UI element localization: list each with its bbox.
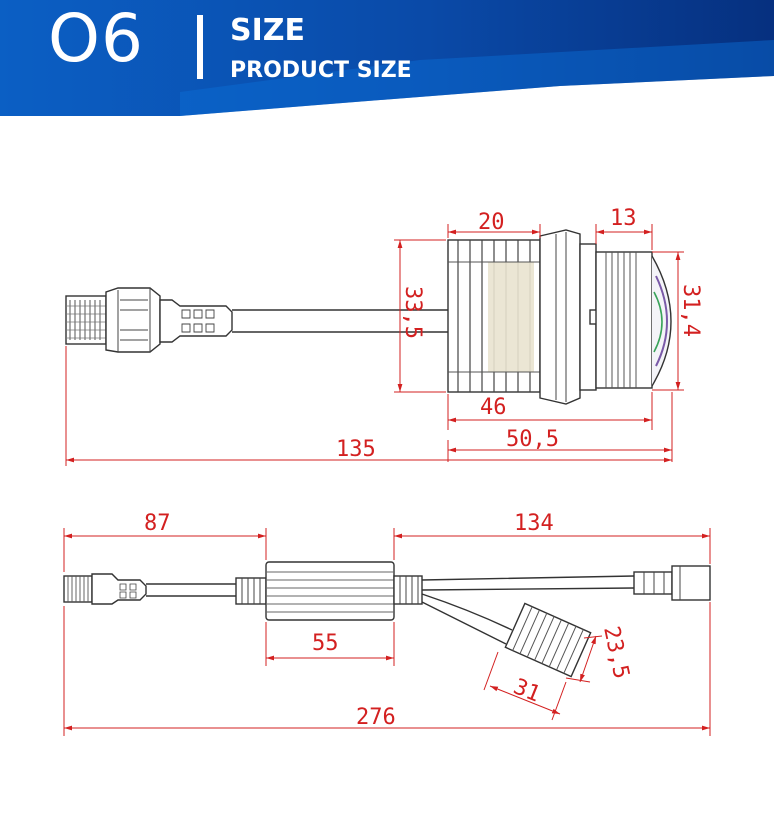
dim-driver-to-plug: 134: [514, 511, 554, 536]
dim-body-length: 46: [480, 395, 507, 420]
dim-lens-diameter: 31,4: [678, 284, 703, 337]
section-number: O6: [48, 0, 144, 77]
driver-box: [265, 561, 395, 621]
lamp-dimension-labels: 20 13 33,5 31,4 46 50,5 135: [336, 206, 703, 462]
dim-total-length-harness: 276: [356, 705, 396, 730]
branch-cable: [421, 593, 513, 645]
mounting-ring: [539, 229, 581, 405]
driver-harness: [63, 561, 711, 678]
dim-head-length: 50,5: [506, 427, 559, 452]
output-plug: [633, 565, 711, 601]
dim-module-width: 23,5: [598, 624, 633, 681]
coupling-nut: [105, 287, 161, 353]
dim-module-length: 31: [510, 674, 544, 707]
strain-relief: [159, 299, 233, 343]
dim-driver-length: 55: [312, 631, 339, 656]
heatsink: [447, 239, 541, 393]
dim-body-height: 33,5: [400, 286, 425, 339]
threaded-connector: [65, 295, 107, 345]
technical-drawing: 20 13 33,5 31,4 46 50,5 135: [63, 206, 711, 736]
lamp-side-view: [65, 229, 672, 405]
section-subtitle: PRODUCT SIZE: [230, 58, 412, 83]
lamp-dimensions: [65, 224, 684, 466]
cooling-module: [504, 602, 592, 678]
dim-lens-length: 13: [610, 206, 637, 231]
header-banner: [0, 0, 774, 116]
lens-barrel: [595, 251, 653, 389]
dim-connector-to-driver: 87: [144, 511, 171, 536]
dim-total-length-lamp: 135: [336, 437, 376, 462]
section-header: O6 SIZE PRODUCT SIZE: [0, 0, 774, 118]
section-title: SIZE: [230, 13, 306, 48]
harness-dimensions: [63, 528, 711, 736]
header-divider: [197, 15, 203, 79]
dim-heatsink-length: 20: [478, 210, 505, 235]
lamp-cable: [232, 309, 448, 333]
